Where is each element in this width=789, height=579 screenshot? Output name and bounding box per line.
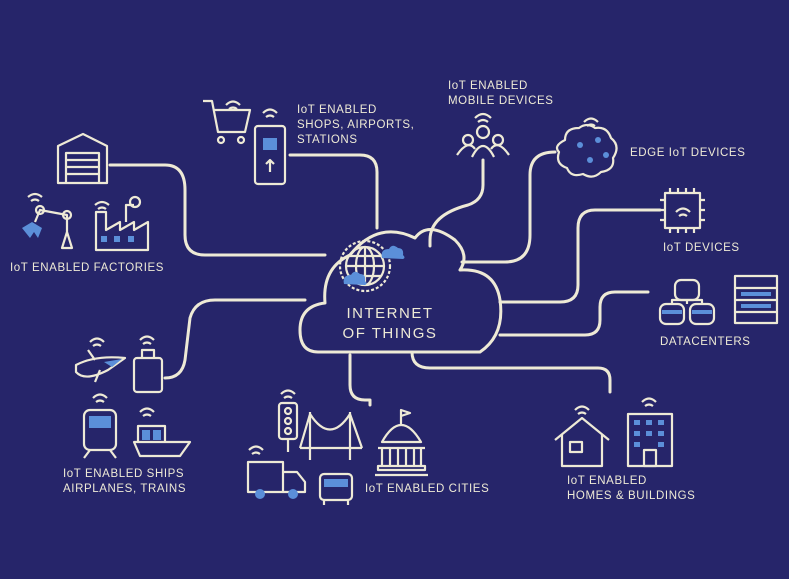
globe-icon bbox=[338, 239, 405, 293]
label-edge: EDGE IoT DEVICES bbox=[630, 147, 746, 159]
capitol-icon bbox=[375, 408, 428, 477]
connector-ships bbox=[163, 298, 307, 380]
label-mobile: IoT ENABLED MOBILE DEVICES bbox=[448, 79, 554, 109]
connector-shops bbox=[288, 153, 379, 230]
connector-devices bbox=[498, 208, 662, 304]
label-ships-line2: AIRPLANES, TRAINS bbox=[63, 483, 187, 495]
label-ships: IoT ENABLED SHIPS AIRPLANES, TRAINS bbox=[63, 467, 186, 497]
label-cities: IoT ENABLED CITIES bbox=[365, 483, 490, 495]
ship-icon bbox=[132, 407, 192, 458]
label-devices: IoT DEVICES bbox=[663, 242, 740, 254]
label-shops: IoT ENABLED SHOPS, AIRPORTS, STATIONS bbox=[297, 103, 414, 148]
center-title: INTERNET OF THINGS bbox=[330, 304, 450, 344]
label-mobile-line2: MOBILE DEVICES bbox=[448, 95, 554, 107]
building-icon bbox=[626, 397, 674, 468]
label-homes-line2: HOMES & BUILDINGS bbox=[567, 490, 696, 502]
bus-icon bbox=[318, 472, 354, 505]
connector-datacenters bbox=[498, 290, 650, 337]
traffic-light-icon bbox=[277, 389, 299, 452]
phone-icon bbox=[253, 108, 287, 186]
train-icon bbox=[82, 393, 118, 459]
label-mobile-line1: IoT ENABLED bbox=[448, 80, 528, 92]
cart-icon bbox=[203, 99, 252, 145]
brain-icon bbox=[555, 117, 618, 178]
chip-icon bbox=[660, 188, 705, 233]
airplane-icon bbox=[74, 337, 127, 383]
label-shops-line3: STATIONS bbox=[297, 134, 358, 146]
truck-icon bbox=[246, 445, 307, 499]
warehouse-icon bbox=[56, 132, 109, 185]
users-icon bbox=[456, 112, 510, 158]
connector-factories bbox=[108, 163, 327, 257]
connector-cities bbox=[348, 353, 372, 407]
label-shops-line1: IoT ENABLED bbox=[297, 104, 377, 116]
label-shops-line2: SHOPS, AIRPORTS, bbox=[297, 119, 415, 131]
connectors bbox=[108, 150, 662, 407]
server-rack-icon bbox=[733, 274, 779, 325]
factory-icon bbox=[94, 195, 150, 252]
label-homes: IoT ENABLED HOMES & BUILDINGS bbox=[567, 474, 695, 504]
luggage-icon bbox=[132, 335, 164, 394]
connector-mobile bbox=[428, 158, 485, 248]
label-ships-line1: IoT ENABLED SHIPS bbox=[63, 468, 185, 480]
bridge-icon bbox=[298, 412, 364, 460]
label-factories: IoT ENABLED FACTORIES bbox=[10, 262, 165, 274]
house-icon bbox=[554, 405, 610, 468]
database-icon bbox=[658, 278, 716, 326]
center-title-line1: INTERNET bbox=[346, 305, 434, 322]
cloud-shape bbox=[298, 228, 503, 354]
label-datacenters: DATACENTERS bbox=[660, 336, 751, 348]
center-title-line2: OF THINGS bbox=[342, 325, 438, 342]
label-homes-line1: IoT ENABLED bbox=[567, 475, 647, 487]
connector-homes bbox=[410, 350, 612, 394]
connector-edge bbox=[460, 150, 557, 264]
robot-arm-icon bbox=[22, 192, 74, 250]
